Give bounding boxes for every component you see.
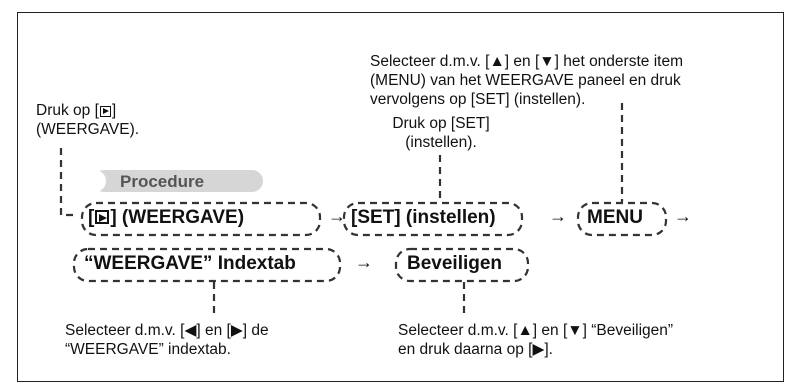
note-bottom-right-suffix: ]. (544, 341, 553, 358)
note-left-line2: (WEERGAVE). (36, 121, 140, 138)
step-indextab: “WEERGAVE” Indextab (84, 253, 296, 274)
note-left-suffix: ] (111, 102, 117, 119)
right-arrow-glyph: ▶ (532, 341, 545, 358)
note-bottom-right-line1: Selecteer d.m.v. [▲] en [▼] “Beveiligen” (398, 322, 674, 339)
play-icon (95, 210, 110, 224)
step-set: [SET] (instellen) (351, 207, 496, 228)
note-center-line2: (instellen). (405, 134, 477, 151)
procedure-label: Procedure (120, 172, 205, 191)
procedure-badge (93, 170, 263, 192)
box-step2 (342, 201, 524, 237)
note-top-right-line3: vervolgens op [SET] (instellen). (370, 91, 586, 108)
right-arrow-glyph: ▶ (230, 322, 243, 339)
note-top-right-line1: Selecteer d.m.v. [▲] en [▼] het onderste… (370, 53, 683, 70)
step-playback: [ ] (WEERGAVE) (88, 207, 244, 229)
note-left-prefix: Druk op [ (36, 102, 99, 119)
note-top-right: Selecteer d.m.v. [▲] en [▼] het onderste… (370, 52, 683, 109)
note-left: Druk op [] (WEERGAVE). (36, 101, 139, 139)
procedure-badge-cap (93, 170, 106, 192)
arrow-4: → (355, 252, 373, 272)
note-center: Druk op [SET] (instellen). (375, 114, 507, 152)
connector-playback (59, 148, 76, 217)
arrow-1: → (328, 206, 346, 226)
step-menu: MENU (587, 207, 643, 228)
box-step1 (80, 201, 322, 237)
box-step5 (394, 247, 530, 283)
note-bottom-left: Selecteer d.m.v. [◀] en [▶] de “WEERGAVE… (65, 321, 269, 359)
box-step3 (576, 201, 668, 237)
step-protect: Beveiligen (407, 253, 503, 274)
play-icon (99, 106, 111, 117)
note-bottom-left-prefix: Selecteer d.m.v. [◀] en [ (65, 322, 231, 339)
step1-prefix: [ (88, 207, 95, 228)
arrow-3: → (674, 206, 692, 226)
note-center-line1: Druk op [SET] (392, 115, 490, 132)
step1-suffix: ] (WEERGAVE) (110, 207, 245, 228)
note-top-right-line2: (MENU) van het WEERGAVE paneel en druk (370, 72, 681, 89)
note-bottom-left-line2: “WEERGAVE” indextab. (65, 341, 231, 358)
note-bottom-right-prefix: en druk daarna op [ (398, 341, 533, 358)
arrow-2: → (549, 206, 567, 226)
note-bottom-left-suffix: ] de (242, 322, 269, 339)
note-bottom-right: Selecteer d.m.v. [▲] en [▼] “Beveiligen”… (398, 321, 673, 359)
